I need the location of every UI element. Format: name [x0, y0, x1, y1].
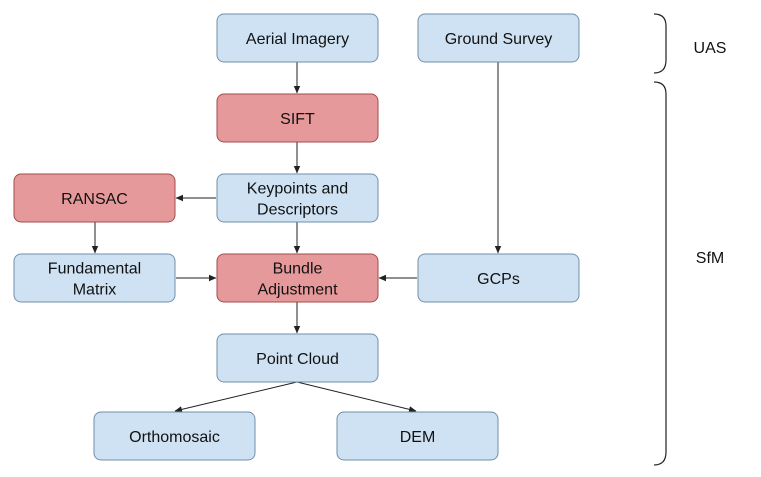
edge-point-cloud-to-orthomosaic	[174, 381, 298, 413]
uas-label: UAS	[694, 40, 727, 57]
node-box	[216, 93, 379, 143]
node-ransac: RANSAC	[13, 173, 176, 223]
node-label: Aerial Imagery	[246, 31, 349, 48]
node-box	[13, 253, 176, 303]
edge-point-cloud-to-dem	[296, 381, 417, 413]
node-orthomosaic: Orthomosaic	[93, 411, 256, 461]
node-point-cloud: Point Cloud	[216, 333, 379, 383]
node-box	[417, 253, 580, 303]
node-label: DEM	[400, 429, 436, 446]
node-label: Bundle	[273, 261, 323, 278]
node-box	[336, 411, 499, 461]
node-label: Adjustment	[257, 282, 338, 299]
node-label: Orthomosaic	[129, 429, 220, 446]
node-gcps: GCPs	[417, 253, 580, 303]
edges-layer	[91, 62, 502, 413]
node-label: Matrix	[73, 282, 117, 299]
node-box	[216, 253, 379, 303]
node-label: GCPs	[477, 271, 520, 288]
sfm-brace	[653, 81, 667, 466]
node-box	[216, 333, 379, 383]
node-aerial-imagery: Aerial Imagery	[216, 13, 379, 63]
node-box	[216, 13, 379, 63]
node-box	[417, 13, 580, 63]
node-label: SIFT	[280, 111, 315, 128]
node-box	[93, 411, 256, 461]
node-dem: DEM	[336, 411, 499, 461]
node-box	[216, 173, 379, 223]
node-box	[13, 173, 176, 223]
uas-brace	[653, 13, 667, 74]
node-label: Descriptors	[257, 202, 338, 219]
node-label: Point Cloud	[256, 351, 339, 368]
node-sift: SIFT	[216, 93, 379, 143]
groups-layer: UAS SfM	[653, 13, 727, 466]
node-label: Ground Survey	[445, 31, 553, 48]
node-label: RANSAC	[61, 191, 128, 208]
nodes-layer: Aerial Imagery Ground Survey SIFT RANSAC…	[13, 13, 580, 461]
node-label: Fundamental	[48, 261, 141, 278]
node-label: Keypoints and	[247, 181, 348, 198]
node-ground-survey: Ground Survey	[417, 13, 580, 63]
sfm-label: SfM	[696, 250, 724, 267]
